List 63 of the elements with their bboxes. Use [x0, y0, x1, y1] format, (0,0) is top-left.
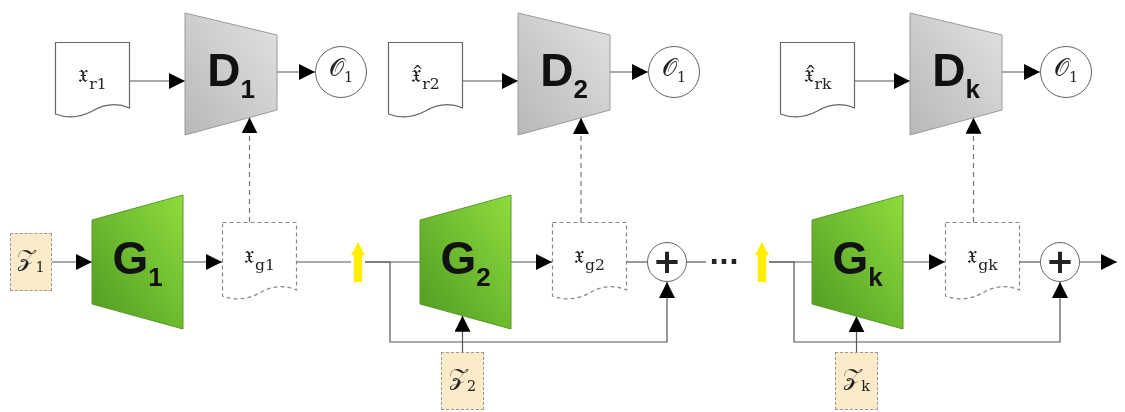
- output-circle: [315, 46, 367, 98]
- connector-line: [626, 261, 648, 263]
- math-label: 𝒪$_{1}$: [661, 55, 687, 85]
- arrow: [854, 73, 911, 89]
- dashed-arrow: [965, 117, 982, 223]
- generator-block: [812, 195, 903, 329]
- dashed-arrow: [573, 117, 589, 223]
- output-circle: [1040, 46, 1092, 98]
- noise-input-box: [441, 352, 484, 410]
- noise-input-box: [835, 352, 878, 410]
- discriminator-block: [518, 13, 610, 135]
- arrow: [51, 254, 93, 270]
- block-label: G$_{2}$: [440, 234, 491, 290]
- arrow: [848, 315, 865, 353]
- arrow: [364, 261, 675, 343]
- math-label: 𝔵̂$_{r2}$: [411, 59, 440, 93]
- arrow: [902, 254, 946, 270]
- data-document: [780, 42, 855, 120]
- data-document: [222, 222, 297, 302]
- connector-line: [686, 261, 707, 263]
- discriminator-block: [185, 13, 277, 135]
- generator-block: [92, 195, 183, 329]
- dashed-arrow: [241, 116, 258, 223]
- output-circle: [648, 46, 700, 98]
- arrow: [129, 73, 186, 89]
- math-label: 𝔵$_{g2}$: [574, 240, 605, 274]
- math-label: 𝒵$_{k}$: [843, 364, 870, 394]
- block-label: D$_{1}$: [207, 46, 255, 102]
- discriminator-block: [910, 13, 1002, 135]
- math-label: 𝔵$_{r1}$: [78, 59, 107, 93]
- block-label: D$_{k}$: [932, 46, 980, 102]
- arrow: [1001, 64, 1041, 80]
- connector-line: [296, 261, 352, 263]
- plus-sign: +: [652, 244, 682, 278]
- math-label: 𝒪$_{1}$: [1053, 55, 1079, 85]
- data-document: [55, 42, 130, 120]
- math-label: 𝒵$_{1}$: [17, 245, 45, 275]
- arrow: [609, 64, 649, 80]
- upsample-arrow-icon: [351, 242, 365, 282]
- data-document: [388, 42, 463, 120]
- plus-sign: +: [1045, 244, 1075, 278]
- block-label: G$_{1}$: [112, 234, 163, 290]
- arrow: [462, 73, 519, 89]
- generator-block: [420, 195, 511, 329]
- arrow: [182, 254, 223, 270]
- block-label: D$_{2}$: [540, 46, 588, 102]
- arrow: [768, 261, 1068, 343]
- connector-line: [1019, 261, 1041, 263]
- noise-input-box: [10, 233, 52, 291]
- math-label: 𝔵̂$_{rk}$: [803, 59, 832, 93]
- upsample-arrow-icon: [755, 242, 769, 282]
- data-document: [945, 222, 1020, 302]
- math-label: 𝒵$_{2}$: [448, 364, 477, 394]
- arrow: [276, 64, 316, 80]
- ellipsis-text: ···: [706, 248, 742, 276]
- block-label: G$_{k}$: [832, 234, 883, 290]
- math-label: 𝔵$_{g1}$: [244, 240, 275, 274]
- arrow: [510, 254, 553, 270]
- math-label: 𝔵$_{gk}$: [967, 240, 998, 274]
- arrow: [454, 315, 471, 353]
- arrow: [1079, 254, 1118, 270]
- math-label: 𝒪$_{1}$: [328, 55, 354, 85]
- data-document: [552, 222, 627, 302]
